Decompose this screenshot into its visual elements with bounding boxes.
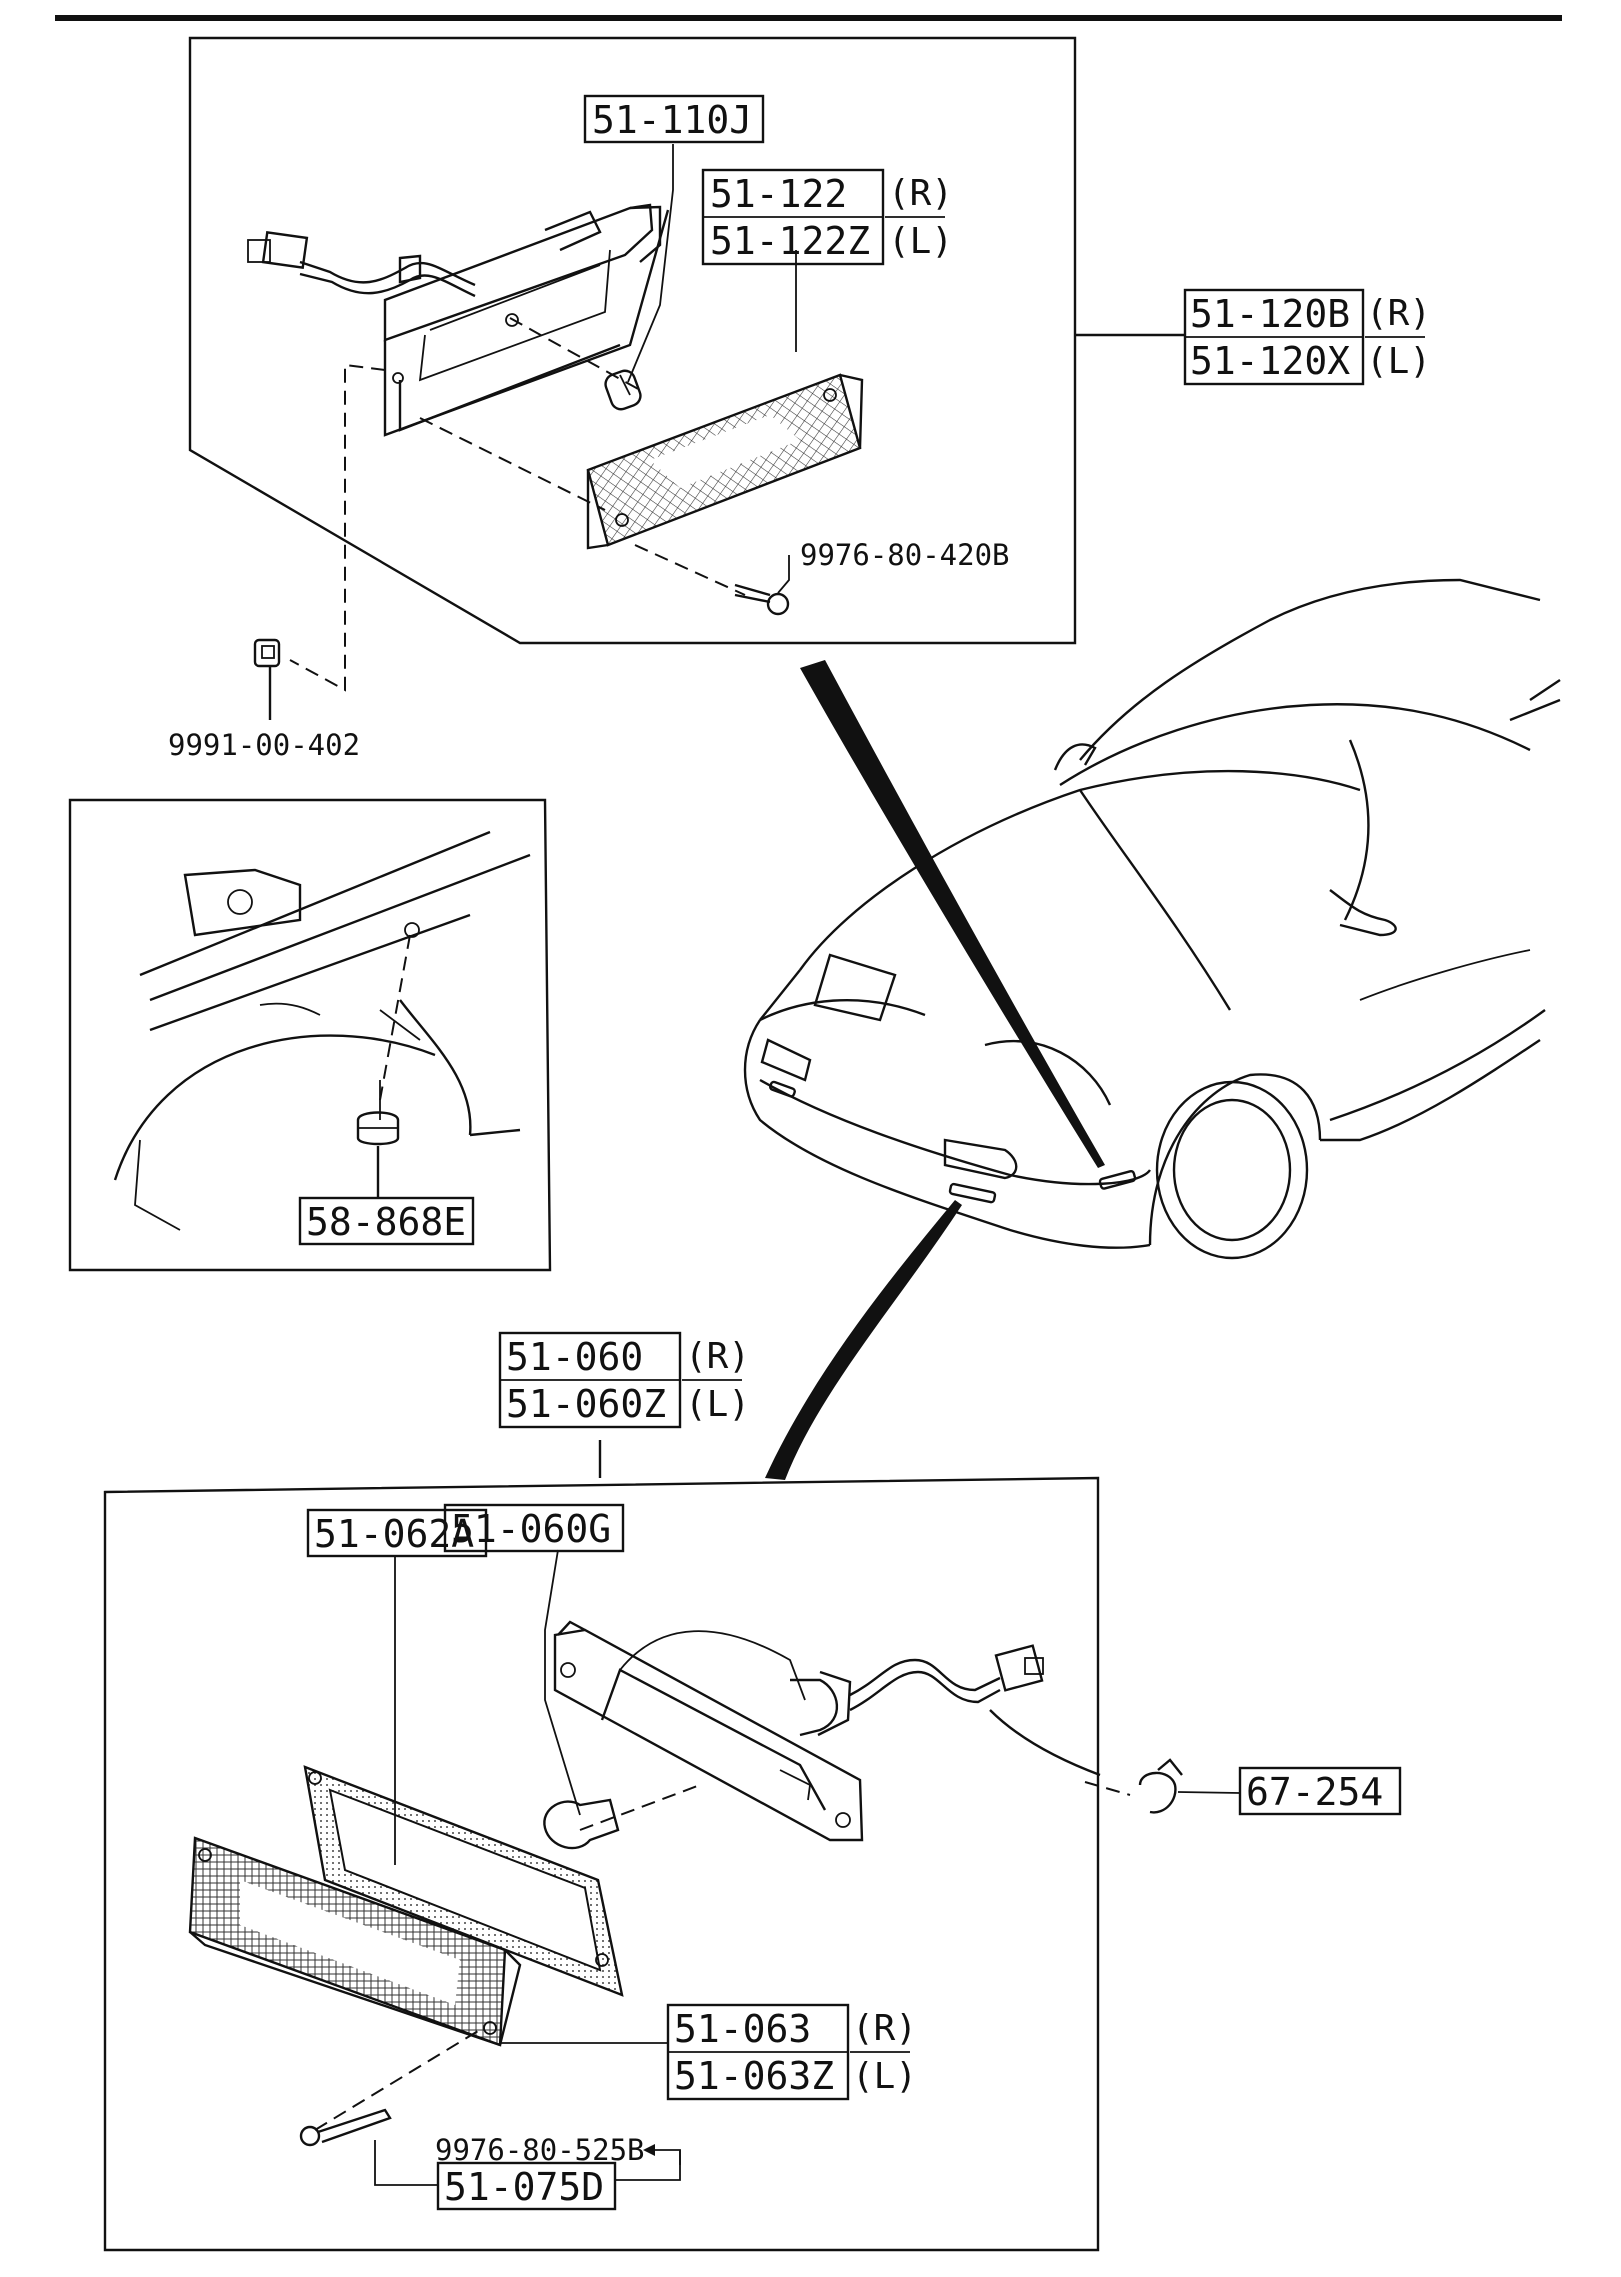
lens-screw-bottom (299, 2108, 392, 2147)
side-label-r-51-060: (R) (685, 1336, 750, 1377)
callout-51-122Z: 51-122Z (710, 219, 870, 263)
side-marker-inset (188, 36, 1077, 692)
fender-inset (68, 798, 552, 1272)
turn-lamp-lens (188, 1836, 522, 2047)
turn-lamp-bulb (543, 1798, 620, 1850)
wire-clamp (1138, 1758, 1241, 1814)
callout-51-122: 51-122 (710, 172, 847, 216)
callout-9976-80-420B: 9976-80-420B (800, 538, 1010, 572)
callout-9991-00-402: 9991-00-402 (168, 728, 360, 762)
side-marker-housing (247, 203, 670, 437)
callout-51-110J: 51-110J (592, 98, 752, 142)
side-marker-bulb (604, 369, 642, 411)
pointer-arrow-bottom (765, 1200, 962, 1480)
callout-58-868E: 58-868E (306, 1200, 466, 1244)
callout-51-063Z: 51-063Z (674, 2054, 834, 2098)
callout-51-060G: 51-060G (451, 1507, 611, 1551)
callout-51-075D: 51-075D (444, 2165, 604, 2209)
pointer-arrow-top (800, 660, 1105, 1168)
side-label-l-51-060: (L) (685, 1384, 750, 1425)
clip-nut (253, 638, 281, 720)
side-label-r-51-063: (R) (852, 2008, 917, 2049)
grommet (356, 1111, 400, 1198)
side-marker-lens (586, 373, 864, 550)
turn-lamp-gasket (303, 1765, 624, 1997)
side-label-l-51-063: (L) (852, 2056, 917, 2097)
turn-lamp-inset (103, 1440, 1131, 2252)
callout-51-063: 51-063 (674, 2007, 811, 2051)
callout-51-062A: 51-062A (314, 1512, 474, 1556)
turn-lamp-housing (553, 1620, 1101, 1842)
lens-screw (734, 583, 790, 616)
callout-9976-80-525B: 9976-80-525B (435, 2133, 645, 2167)
callout-51-060Z: 51-060Z (506, 1382, 666, 1426)
car-illustration (743, 578, 1561, 1260)
callout-51-120X: 51-120X (1190, 339, 1350, 383)
side-label-r-51-122: (R) (888, 173, 953, 214)
side-label-r-51-120: (R) (1366, 293, 1431, 334)
callout-67-254: 67-254 (1246, 1770, 1383, 1814)
side-label-l-51-120: (L) (1366, 341, 1431, 382)
side-label-l-51-122: (L) (888, 221, 953, 262)
callout-51-060: 51-060 (506, 1335, 643, 1379)
callout-51-120B: 51-120B (1190, 292, 1350, 336)
